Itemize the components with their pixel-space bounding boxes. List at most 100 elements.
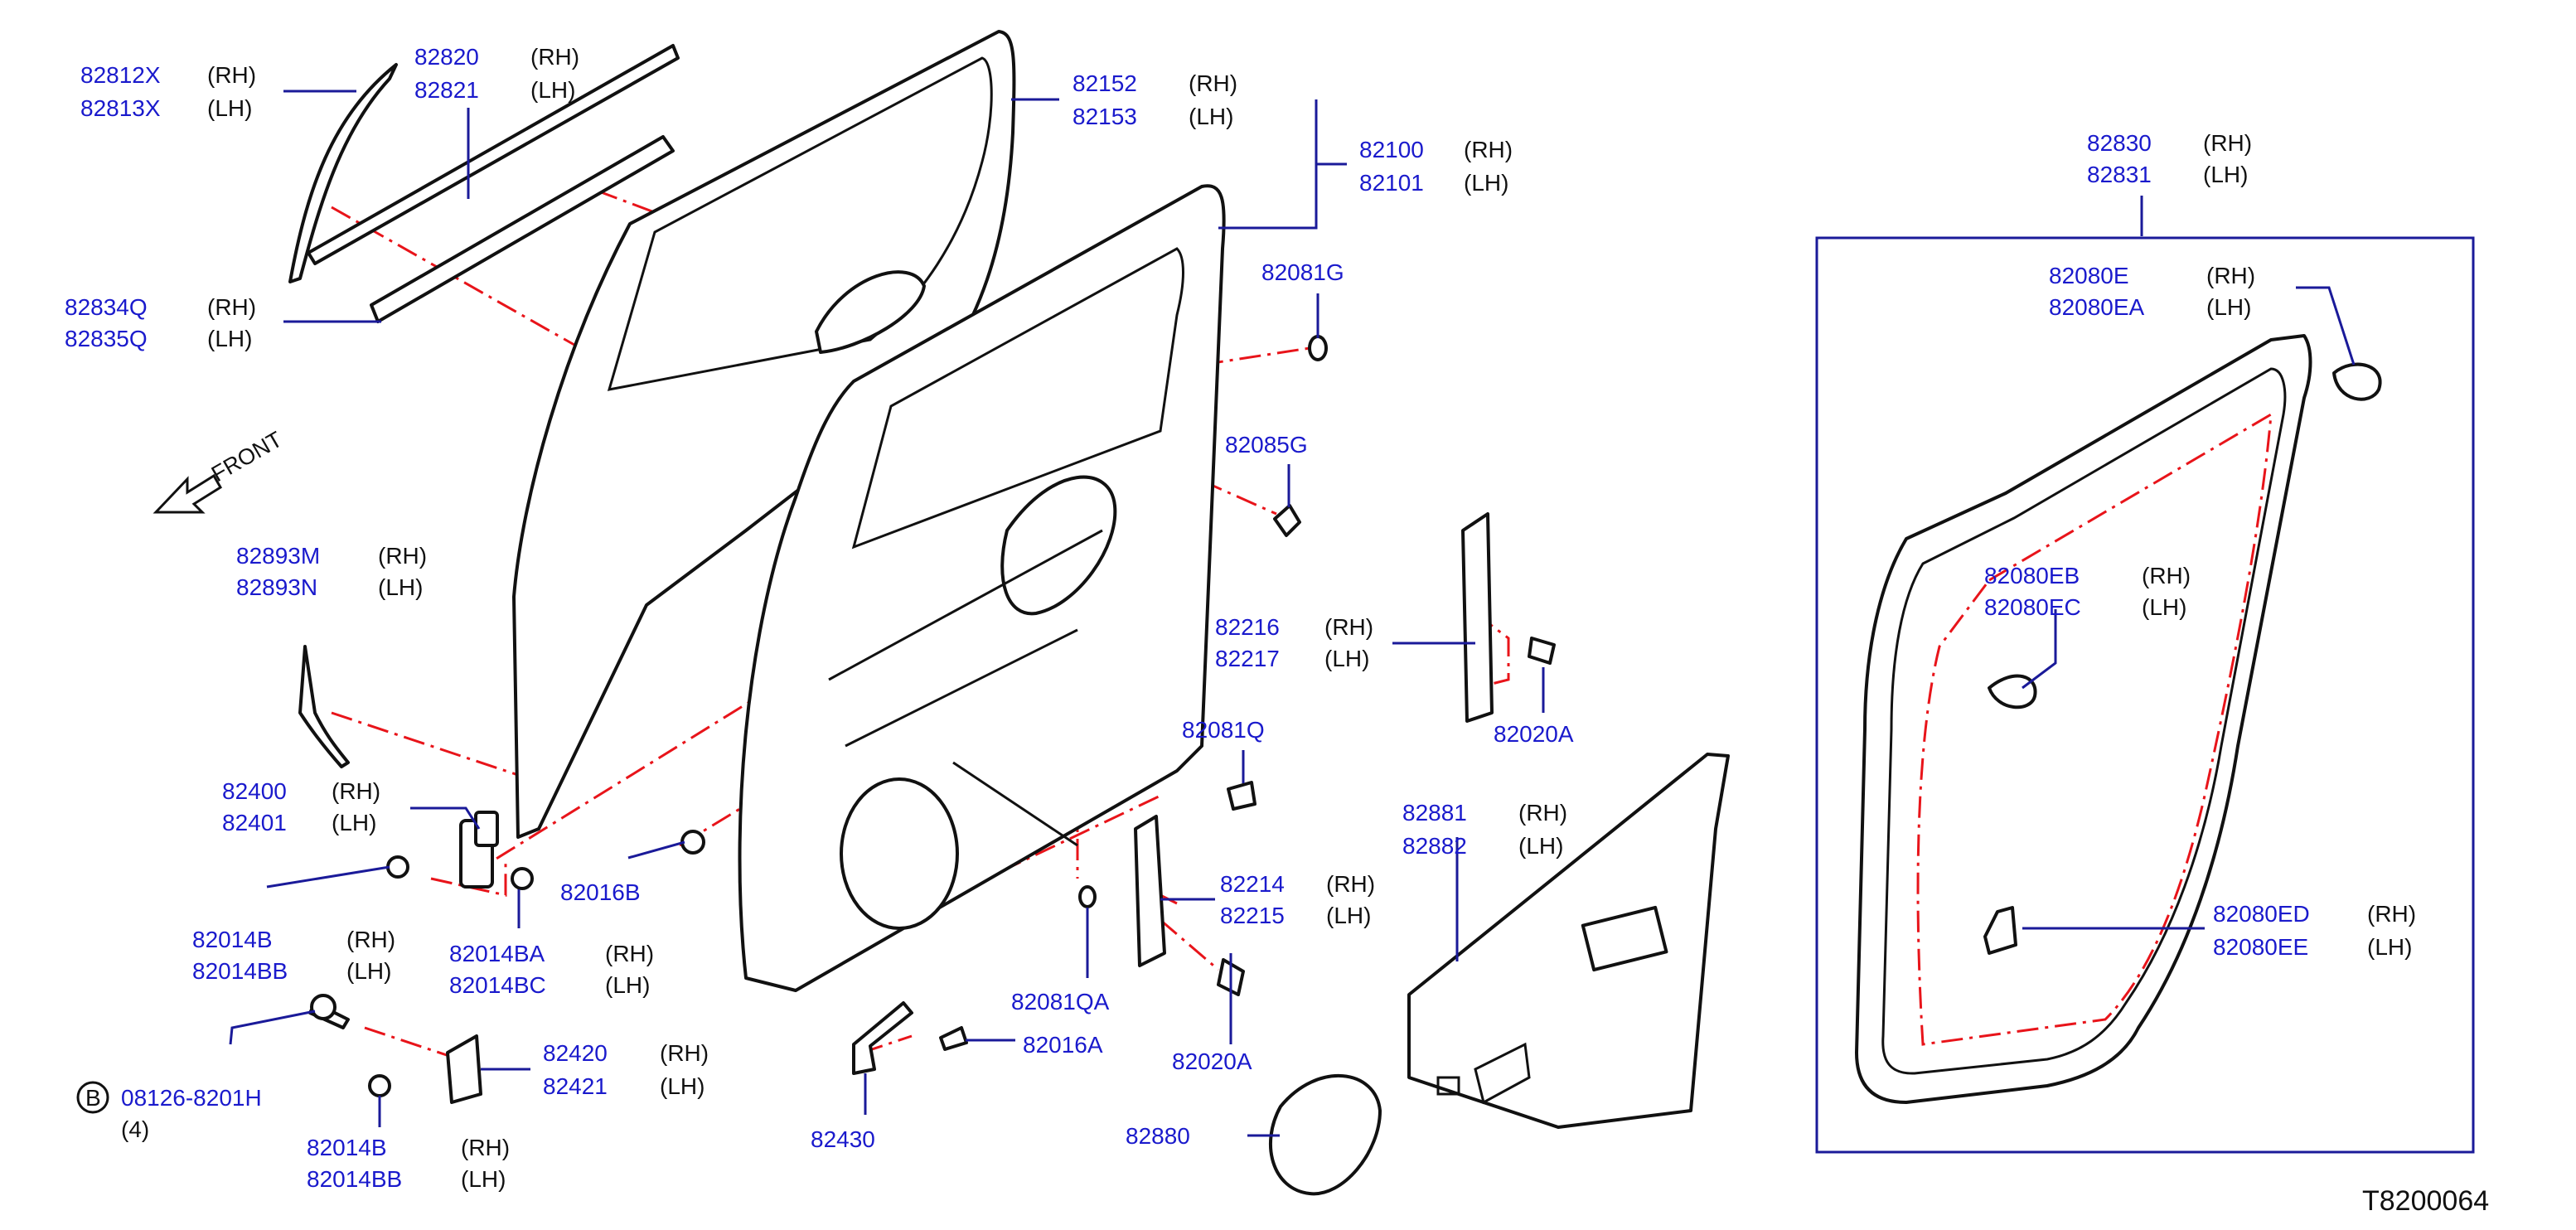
- screen-window: [1436, 1042, 1531, 1105]
- part-number-rh: 82014B: [307, 1135, 387, 1160]
- side-rh: (RH): [1324, 614, 1373, 640]
- side-lh: (LH): [1518, 833, 1563, 859]
- side-lh: (LH): [660, 1073, 705, 1099]
- part-number-lh: 82421: [543, 1073, 608, 1099]
- part-number-lh: 82821: [414, 77, 479, 103]
- side-rh: (RH): [2206, 263, 2255, 288]
- part-number-lh: 82153: [1073, 104, 1137, 129]
- part-number-rh: 82881: [1402, 800, 1467, 826]
- side-rh: (RH): [207, 294, 256, 320]
- part-number-bolt-lower: 82020A: [1172, 1048, 1252, 1074]
- front-arrow-icon: [153, 473, 223, 514]
- part-number-grommet-qa: 82081QA: [1011, 989, 1110, 1015]
- nut-82016a: [939, 1026, 968, 1051]
- part-number-lh: 82882: [1402, 833, 1467, 859]
- front-label: FRONT: [207, 427, 287, 487]
- front-indicator: FRONT: [153, 427, 287, 514]
- side-lh: (LH): [2206, 294, 2251, 320]
- side-rh: (RH): [2367, 901, 2416, 927]
- side-lh: (LH): [2367, 934, 2412, 960]
- bolt-82020a-rear: [1528, 637, 1556, 665]
- part-number-lh: 82215: [1220, 903, 1285, 928]
- part-number-rh: 82152: [1073, 70, 1137, 96]
- side-rh: (RH): [332, 778, 380, 804]
- part-number-lh: 82101: [1359, 170, 1424, 196]
- part-number-grommet-q: 82081Q: [1182, 717, 1265, 743]
- part-number-lh: 82217: [1215, 646, 1280, 671]
- part-number-rh: 82080E: [2049, 263, 2129, 288]
- side-rh: (RH): [346, 927, 395, 952]
- nut-82016b: [680, 830, 705, 855]
- part-number-lh: 82831: [2087, 162, 2152, 187]
- door-handle-recess: [815, 270, 926, 354]
- diagram-code: T8200064: [2362, 1185, 2489, 1217]
- speaker-opening: [840, 777, 959, 930]
- side-lh: (LH): [1189, 104, 1233, 129]
- service-hole: [1000, 475, 1117, 616]
- side-lh: (LH): [378, 574, 423, 600]
- side-lh: (LH): [461, 1166, 506, 1192]
- part-number-rh: 82420: [543, 1040, 608, 1066]
- part-number-nut-b: 82016B: [560, 879, 641, 905]
- leader-lines: [229, 90, 2475, 1154]
- side-rh: (RH): [2142, 563, 2191, 588]
- side-rh: (RH): [378, 543, 427, 569]
- part-number-rh: 82014B: [192, 927, 273, 952]
- part-number-lh: 82080EE: [2213, 934, 2308, 960]
- part-number-rh: 82812X: [80, 62, 161, 88]
- part-number-rh: 82014BA: [449, 941, 545, 966]
- side-rh: (RH): [1189, 70, 1237, 96]
- part-number-lh: 82080EA: [2049, 294, 2145, 320]
- part-number-rh: 82080ED: [2213, 901, 2310, 927]
- body-weatherstrip-part: [1855, 334, 2312, 1104]
- part-number-check-link: 82430: [811, 1126, 875, 1152]
- side-lh: (LH): [346, 958, 391, 984]
- part-number-rh: 82080EB: [1984, 563, 2080, 588]
- part-number-lh: 82014BB: [192, 958, 288, 984]
- hinge-bolt-82014b: [386, 855, 409, 879]
- check-link-part: [852, 1001, 913, 1075]
- side-lh: (LH): [530, 77, 575, 103]
- rear-sash-part: [1461, 512, 1494, 723]
- part-number-rh: 82400: [222, 778, 287, 804]
- side-rh: (RH): [207, 62, 256, 88]
- part-number-hole-cover: 82880: [1126, 1123, 1190, 1149]
- hole-cover-part: [1268, 1074, 1382, 1196]
- side-rh: (RH): [1326, 871, 1375, 897]
- hinge-bolt-82014ba: [511, 867, 534, 890]
- side-rh: (RH): [530, 44, 579, 70]
- part-number-plug: 82085G: [1225, 432, 1308, 458]
- lower-seal-part: [298, 645, 350, 768]
- side-lh: (LH): [1326, 903, 1371, 928]
- side-lh: (LH): [2142, 594, 2186, 620]
- inner-window-opening: [851, 247, 1184, 550]
- part-number-lh: 82401: [222, 810, 287, 835]
- part-number-rh: 82834Q: [65, 294, 148, 320]
- clip-82080ed: [1983, 906, 2017, 955]
- part-number-rh: 82216: [1215, 614, 1280, 640]
- upper-hinge-plate: [474, 811, 499, 847]
- side-lh: (LH): [2203, 162, 2248, 187]
- part-number-bolt-rear: 82020A: [1494, 721, 1574, 747]
- clip-82080e: [2332, 362, 2382, 401]
- part-number-lh: 82835Q: [65, 326, 148, 351]
- part-number-nut-a: 82016A: [1023, 1032, 1103, 1058]
- parts: [288, 30, 2382, 1196]
- plug-82085g: [1273, 504, 1301, 537]
- part-number-lh: 82893N: [236, 574, 317, 600]
- side-rh: (RH): [660, 1040, 709, 1066]
- part-number-rh: 82214: [1220, 871, 1285, 897]
- part-number-rh: 82893M: [236, 543, 320, 569]
- bolt-marker-qty: (4): [121, 1116, 149, 1142]
- side-lh: (LH): [1464, 170, 1508, 196]
- side-rh: (RH): [461, 1135, 510, 1160]
- part-number-lh: 82813X: [80, 95, 161, 121]
- side-rh: (RH): [2203, 130, 2252, 156]
- part-number-rh: 82100: [1359, 137, 1424, 162]
- bolt-marker-number: 08126-8201H: [121, 1085, 262, 1111]
- bolt-marker-letter: B: [85, 1085, 101, 1111]
- bolt-08126-head: [310, 994, 337, 1020]
- sealing-screen-part: [1407, 753, 1730, 1129]
- labels: 82812X 82813X (RH) (LH) 82820 82821 (RH)…: [65, 44, 2489, 1217]
